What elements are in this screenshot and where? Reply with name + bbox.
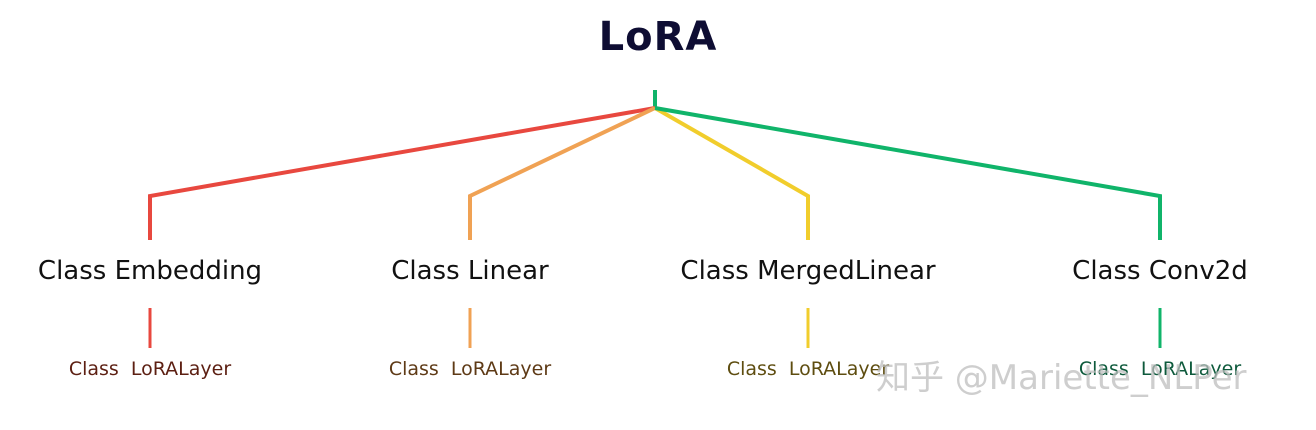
class-mergedlinear-node: Class MergedLinear <box>680 256 936 286</box>
watermark: 知乎 @Mariette_NLPer <box>876 358 1247 398</box>
lora-layer-mergedlinear: Class LoRALayer <box>726 358 890 380</box>
diagram-title: LoRA <box>598 14 718 60</box>
branch-line-embedding <box>148 106 656 240</box>
lora-layer-linear: Class LoRALayer <box>388 358 552 380</box>
lora-layer-conv2d: Class LoRALayer <box>1078 358 1242 380</box>
class-linear-node: Class Linear <box>391 256 549 286</box>
class-embedding-node: Class Embedding <box>37 256 263 286</box>
branch-line-linear <box>468 106 656 240</box>
class-conv2d-node: Class Conv2d <box>1072 256 1248 286</box>
branch-line-mergedlinear <box>654 106 810 240</box>
branch-line-conv2d <box>654 106 1162 240</box>
lora-layer-embedding: Class LoRALayer <box>68 358 232 380</box>
